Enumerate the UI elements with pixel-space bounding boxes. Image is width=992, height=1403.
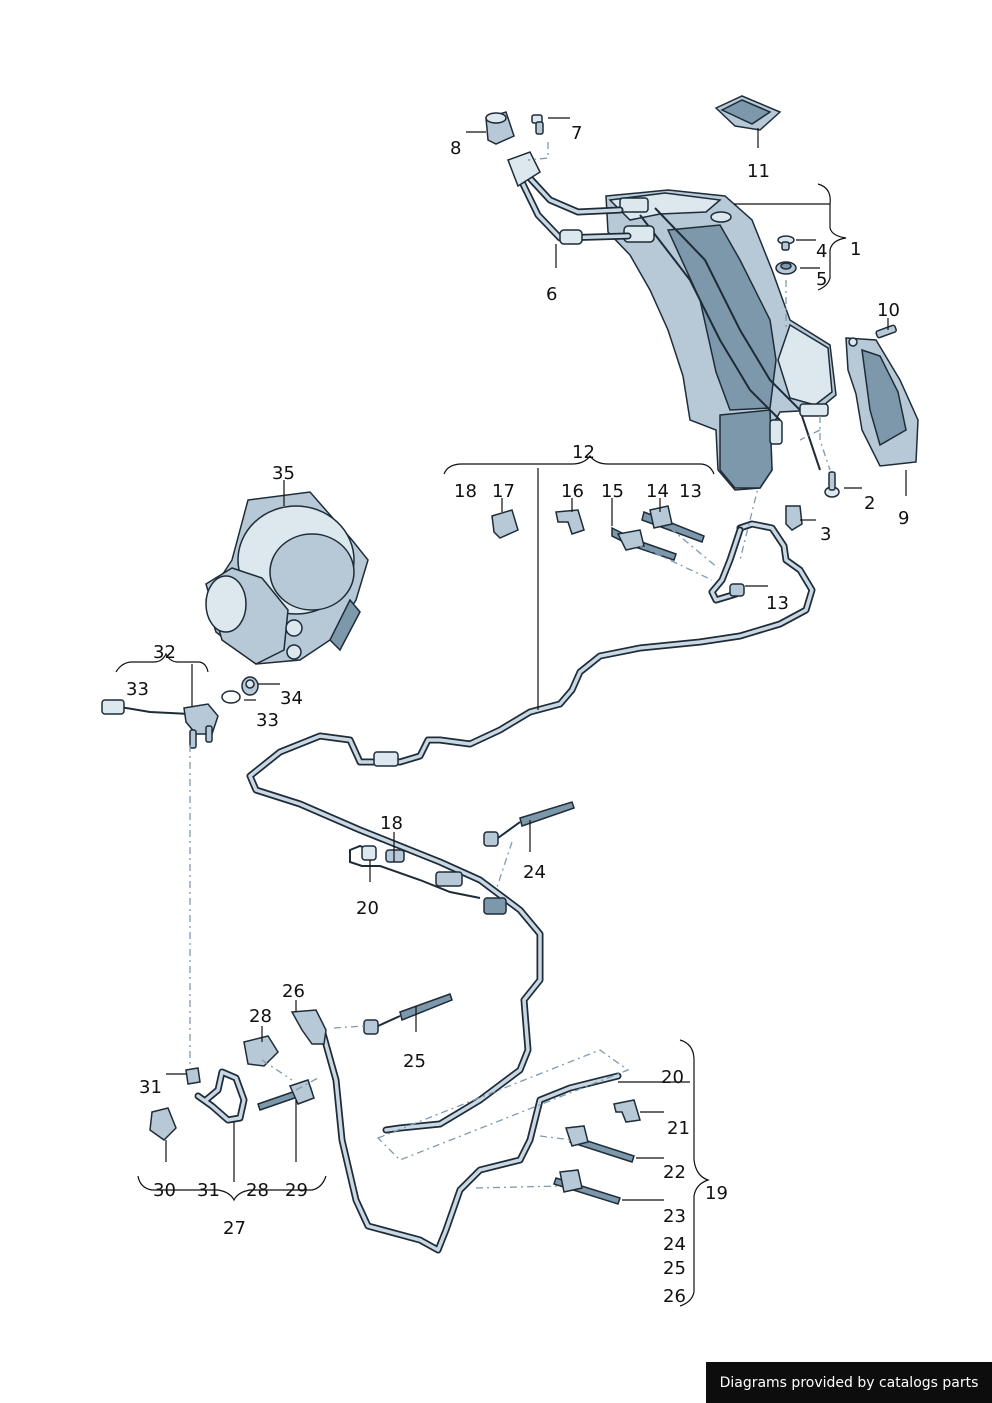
sensor-34 (241, 676, 259, 696)
filler-pipe (507, 151, 632, 245)
delivery-line (246, 520, 816, 1134)
callout-18b: 18 (380, 813, 403, 834)
clip-set-19-26 (553, 1099, 641, 1205)
callout-33b: 33 (256, 710, 279, 731)
callout-5: 5 (816, 269, 827, 290)
callout-7: 7 (571, 123, 582, 144)
callout-22: 22 (663, 1162, 686, 1183)
callout-33a: 33 (126, 679, 149, 700)
cable-tie-24 (483, 801, 575, 847)
gasket-33 (221, 690, 241, 704)
callout-20a: 20 (356, 898, 379, 919)
callout-2: 2 (864, 493, 875, 514)
callout-numbers: 1 2 3 4 5 6 7 8 9 10 11 12 13 13 14 15 1… (126, 123, 909, 1307)
callout-9: 9 (898, 508, 909, 529)
filler-cap (485, 111, 515, 145)
return-line (290, 1009, 622, 1254)
catalytic-converter (205, 491, 369, 665)
sensor-assembly-27 (149, 1035, 315, 1141)
callout-20b: 20 (661, 1067, 684, 1088)
callout-29: 29 (285, 1180, 308, 1201)
callout-21: 21 (667, 1118, 690, 1139)
callout-28a: 28 (249, 1006, 272, 1027)
callout-30: 30 (153, 1180, 176, 1201)
footer-credit: Diagrams provided by catalogs parts (706, 1362, 992, 1403)
leader-lines (115, 117, 907, 1307)
callout-25a: 25 (403, 1051, 426, 1072)
reference-lines (189, 142, 831, 1189)
callout-8: 8 (450, 138, 461, 159)
callout-26a: 26 (282, 981, 305, 1002)
clip-set-13-17 (491, 505, 705, 561)
callout-4: 4 (816, 241, 827, 262)
callout-6: 6 (546, 284, 557, 305)
callout-23: 23 (663, 1206, 686, 1227)
callout-16: 16 (561, 481, 584, 502)
reducing-agent-tank (605, 189, 837, 491)
callout-10: 10 (877, 300, 900, 321)
callout-35: 35 (272, 463, 295, 484)
screw-4 (777, 235, 795, 251)
callout-24b: 24 (663, 1234, 686, 1255)
callout-32: 32 (153, 642, 176, 663)
grommet-5 (775, 261, 797, 275)
callout-11: 11 (747, 161, 770, 182)
callout-14: 14 (646, 481, 669, 502)
callout-34: 34 (280, 688, 303, 709)
callout-1: 1 (850, 239, 861, 260)
bolt-10 (875, 324, 897, 339)
callout-15: 15 (601, 481, 624, 502)
callout-17: 17 (492, 481, 515, 502)
callout-3: 3 (820, 524, 831, 545)
cable-tie-25 (363, 993, 453, 1035)
callout-26b: 26 (663, 1286, 686, 1307)
bolt-2 (824, 471, 840, 498)
bracket-11 (714, 95, 782, 131)
callout-12: 12 (572, 442, 595, 463)
exhaust-sensor-32 (101, 699, 219, 749)
nut-3 (785, 505, 803, 531)
callout-25b: 25 (663, 1258, 686, 1279)
callout-31b: 31 (197, 1180, 220, 1201)
callout-13b: 13 (766, 593, 789, 614)
connector-18-20 (349, 844, 481, 899)
heat-shield (845, 337, 919, 467)
callout-24a: 24 (523, 862, 546, 883)
callout-18a: 18 (454, 481, 477, 502)
callout-28b: 28 (246, 1180, 269, 1201)
callout-19: 19 (705, 1183, 728, 1204)
bolt-7 (531, 114, 544, 135)
callout-27: 27 (223, 1218, 246, 1239)
callout-13a: 13 (679, 481, 702, 502)
callout-31a: 31 (139, 1077, 162, 1098)
